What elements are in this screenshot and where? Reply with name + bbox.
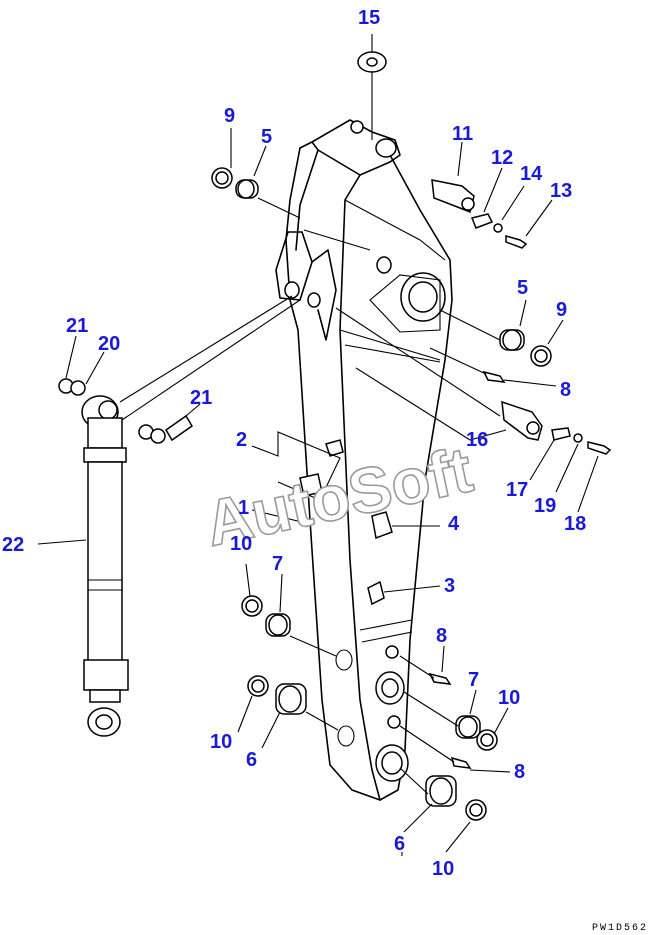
leader-lines [37, 34, 599, 856]
callout-18: 18 [564, 513, 586, 535]
callout-5: 5 [517, 277, 528, 299]
callout-8: 8 [560, 379, 571, 401]
callout-1: 1 [238, 497, 249, 519]
callout-16: 16 [466, 429, 488, 451]
callout-21: 21 [190, 387, 212, 409]
callout-3: 3 [444, 575, 455, 597]
callout-5: 5 [261, 126, 272, 148]
callout-10: 10 [432, 858, 454, 880]
callout-10: 10 [498, 687, 520, 709]
callout-2: 2 [236, 429, 247, 451]
callout-7: 7 [468, 669, 479, 691]
callout-8: 8 [514, 761, 525, 783]
callout-21: 21 [66, 315, 88, 337]
callout-14: 14 [520, 163, 543, 185]
callout-4: 4 [448, 513, 460, 535]
callout-22: 22 [2, 534, 24, 556]
drawing-code: PW1D562 [592, 923, 648, 934]
callout-6: 6 [394, 833, 405, 855]
arm-body [275, 119, 453, 801]
callout-10: 10 [230, 533, 252, 555]
callout-20: 20 [98, 333, 120, 355]
callout-12: 12 [491, 147, 513, 169]
callout-8: 8 [436, 625, 447, 647]
callout-19: 19 [534, 495, 556, 517]
callout-13: 13 [550, 180, 572, 202]
cylinder-assembly [81, 395, 129, 737]
callout-labels: 15 9 5 11 12 14 13 5 9 8 21 20 21 2 16 1… [2, 7, 586, 880]
callout-10: 10 [210, 731, 232, 753]
callout-11: 11 [452, 123, 473, 145]
callout-7: 7 [272, 553, 283, 575]
callout-15: 15 [358, 7, 380, 29]
callout-9: 9 [224, 105, 235, 127]
callout-6: 6 [246, 749, 257, 771]
callout-9: 9 [556, 299, 567, 321]
callout-17: 17 [506, 479, 528, 501]
loose-parts [58, 51, 612, 821]
